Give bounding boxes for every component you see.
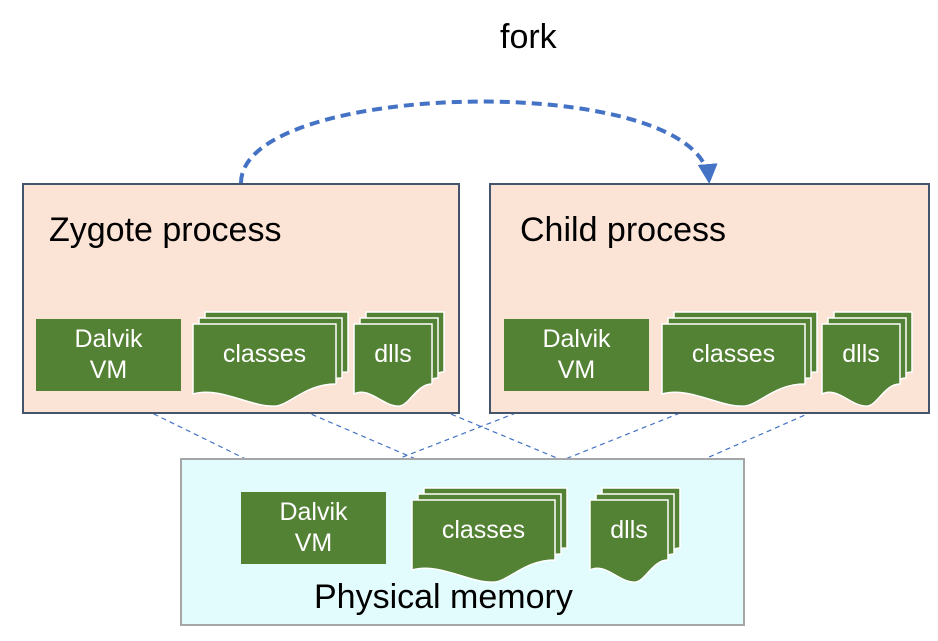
- memory-vm-line1: Dalvik: [279, 498, 348, 526]
- multi-document-icon: [821, 311, 913, 407]
- memory-vm-line2: VM: [294, 529, 333, 557]
- multi-document-icon: [589, 487, 681, 583]
- zygote-classes-label: classes: [222, 340, 307, 368]
- zygote-classes-stack: classes: [192, 311, 349, 407]
- child-dlls-label: dlls: [842, 340, 880, 368]
- child-vm-line2: VM: [557, 356, 596, 384]
- child-vm-line1: Dalvik: [542, 325, 611, 353]
- multi-document-icon: [192, 311, 349, 407]
- child-classes-stack: classes: [661, 311, 818, 407]
- child-process-title: Child process: [520, 211, 726, 249]
- memory-classes-label: classes: [441, 516, 526, 544]
- child-classes-label: classes: [691, 340, 776, 368]
- memory-dlls-stack: dlls: [589, 487, 681, 583]
- multi-document-icon: [411, 487, 568, 583]
- multi-document-icon: [661, 311, 818, 407]
- fork-arrow: [239, 99, 718, 184]
- zygote-dlls-label: dlls: [374, 340, 412, 368]
- child-dalvik-vm-block: Dalvik VM: [504, 319, 649, 391]
- multi-document-icon: [353, 311, 445, 407]
- memory-dlls-label: dlls: [610, 516, 648, 544]
- zygote-dlls-stack: dlls: [353, 311, 445, 407]
- fork-label: fork: [500, 18, 557, 56]
- child-dlls-stack: dlls: [821, 311, 913, 407]
- zygote-process-title: Zygote process: [49, 211, 282, 249]
- zygote-vm-line1: Dalvik: [74, 325, 143, 353]
- memory-classes-stack: classes: [411, 487, 568, 583]
- memory-dalvik-vm-block: Dalvik VM: [241, 492, 386, 564]
- zygote-dalvik-vm-block: Dalvik VM: [36, 319, 181, 391]
- zygote-vm-line2: VM: [89, 356, 128, 384]
- physical-memory-title: Physical memory: [314, 578, 573, 616]
